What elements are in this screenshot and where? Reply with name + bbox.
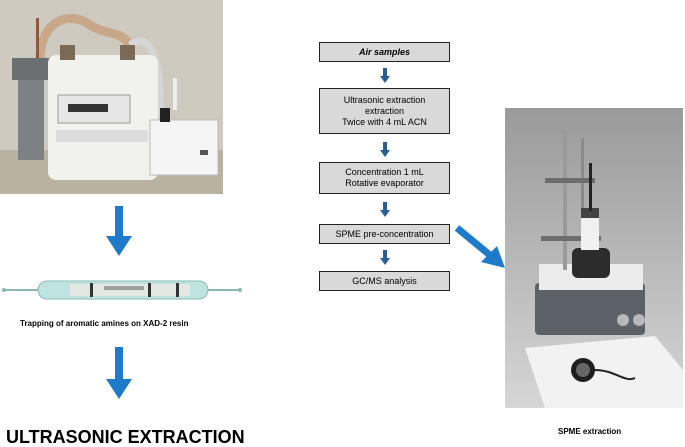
step-text: SPME pre-concentration — [335, 228, 434, 239]
spme-apparatus-photo — [505, 108, 683, 408]
small-down-arrow-icon — [380, 142, 390, 157]
step-gcms-analysis: GC/MS analysis — [319, 271, 450, 291]
down-arrow-icon — [106, 206, 132, 256]
step-spme-preconcentration: SPME pre-concentration — [319, 224, 450, 244]
ultrasonic-extraction-title: ULTRASONIC EXTRACTION — [6, 427, 245, 447]
step-text: extraction — [364, 105, 405, 116]
step-text: GC/MS analysis — [352, 275, 417, 286]
step-air-samples: Air samples — [319, 42, 450, 62]
small-down-arrow-icon — [380, 250, 390, 265]
down-arrow-icon — [106, 347, 132, 399]
small-down-arrow-icon — [380, 202, 390, 217]
step-text: Twice with 4 mL ACN — [342, 116, 427, 127]
small-down-arrow-icon — [380, 68, 390, 83]
step-text: Ultrasonic extraction — [343, 94, 426, 105]
step-concentration: Concentration 1 mL Rotative evaporator — [319, 162, 450, 194]
gas-meter-photo — [0, 0, 223, 194]
step-ultrasonic-extraction: Ultrasonic extraction extraction Twice w… — [319, 88, 450, 134]
trapping-caption: Trapping of aromatic amines on XAD-2 res… — [20, 319, 189, 328]
step-text: Concentration 1 mL — [345, 167, 424, 177]
step-text: Rotative evaporator — [345, 178, 424, 188]
step-text: Air samples — [358, 46, 411, 57]
xad2-sorbent-tube — [2, 280, 242, 300]
diagonal-arrow-icon — [455, 225, 505, 268]
spme-extraction-caption: SPME extraction — [558, 427, 622, 436]
